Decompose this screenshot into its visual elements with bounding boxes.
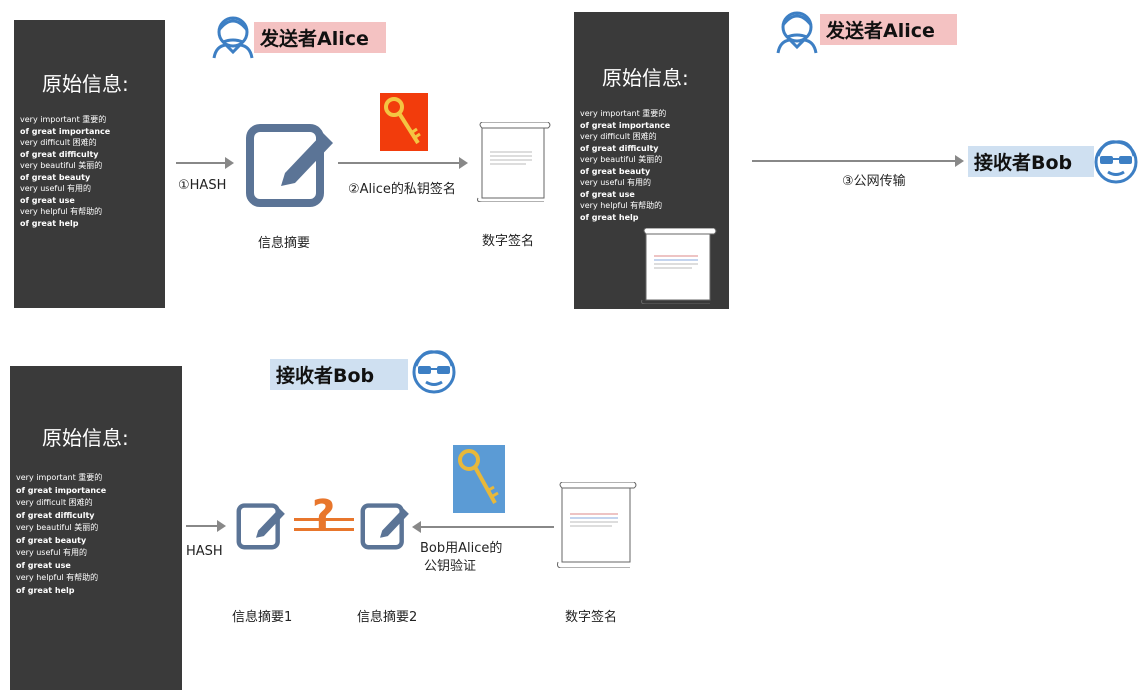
line-5: very beautiful 美丽的	[16, 523, 99, 532]
line-4: of great difficulty	[16, 510, 95, 520]
line-8: of great use	[16, 560, 71, 570]
panel-title: 原始信息:	[42, 72, 129, 96]
line-1: very important 重要的	[20, 115, 107, 124]
line-6: of great beauty	[16, 535, 87, 545]
private-key-icon	[380, 93, 428, 151]
receiver-label-top: 接收者Bob	[968, 146, 1094, 177]
signature-label-bottom: 数字签名	[565, 610, 618, 625]
line-2: of great importance	[20, 126, 111, 136]
line-5: very beautiful 美丽的	[20, 161, 103, 170]
receiver-label-bottom: 接收者Bob	[270, 359, 408, 390]
alice-avatar-icon	[776, 11, 818, 54]
line-9: very helpful 有帮助的	[20, 207, 103, 216]
original-message-panel-2: 原始信息: very important 重要的 of great import…	[574, 12, 729, 309]
line-1: very important 重要的	[580, 109, 667, 118]
step1-label: ①HASH	[178, 178, 227, 193]
hash-label-bottom: HASH	[186, 544, 223, 559]
hash-arrow-bottom	[186, 520, 226, 532]
compare-question-mark: ?	[312, 492, 336, 538]
message-lines: very important 重要的 of great importance v…	[16, 472, 106, 597]
transmit-arrow	[752, 155, 964, 167]
edit-icon	[360, 503, 409, 550]
line-2: of great importance	[580, 120, 671, 130]
line-3: very difficult 困难的	[16, 498, 93, 507]
line-3: very difficult 困难的	[580, 132, 657, 141]
line-7: very useful 有用的	[580, 178, 652, 187]
signature-label-top: 数字签名	[482, 234, 535, 249]
line-4: of great difficulty	[20, 149, 99, 159]
digest1-label: 信息摘要1	[232, 610, 293, 625]
verify-label-line1: Bob用Alice的	[420, 541, 503, 556]
bob-avatar-icon	[412, 350, 456, 394]
line-2: of great importance	[16, 485, 107, 495]
sender-label-top: 发送者Alice	[254, 22, 386, 53]
message-lines: very important 重要的 of great importance v…	[580, 108, 670, 223]
sender-label-right: 发送者Alice	[820, 14, 957, 45]
line-4: of great difficulty	[580, 143, 659, 153]
line-10: of great help	[16, 585, 75, 595]
public-key-icon	[453, 445, 505, 513]
line-9: very helpful 有帮助的	[16, 573, 99, 582]
sign-arrow	[338, 157, 468, 169]
line-5: very beautiful 美丽的	[580, 155, 663, 164]
signature-scroll-icon	[477, 122, 551, 202]
panel-title: 原始信息:	[602, 66, 689, 90]
verify-label-line2: 公钥验证	[424, 559, 477, 574]
line-3: very difficult 困难的	[20, 138, 97, 147]
panel-title: 原始信息:	[42, 426, 129, 450]
original-message-panel-1: 原始信息: very important 重要的 of great import…	[14, 20, 165, 308]
line-10: of great help	[580, 212, 639, 222]
compare-line-top	[294, 518, 354, 521]
digest-label: 信息摘要	[258, 236, 311, 251]
message-lines: very important 重要的 of great importance v…	[20, 114, 110, 229]
signature-scroll-icon	[641, 228, 717, 304]
line-7: very useful 有用的	[20, 184, 92, 193]
line-1: very important 重要的	[16, 473, 103, 482]
alice-avatar-icon	[212, 16, 254, 59]
edit-icon	[236, 503, 285, 550]
edit-icon	[246, 124, 333, 207]
bob-avatar-icon	[1094, 140, 1138, 184]
original-message-panel-3: 原始信息: very important 重要的 of great import…	[10, 366, 182, 690]
line-9: very helpful 有帮助的	[580, 201, 663, 210]
line-7: very useful 有用的	[16, 548, 88, 557]
step3-label: ③公网传输	[842, 174, 906, 189]
verify-arrow	[412, 521, 554, 533]
line-10: of great help	[20, 218, 79, 228]
line-6: of great beauty	[580, 166, 651, 176]
line-6: of great beauty	[20, 172, 91, 182]
step2-label: ②Alice的私钥签名	[348, 182, 456, 197]
hash-arrow-top	[176, 157, 234, 169]
line-8: of great use	[20, 195, 75, 205]
line-8: of great use	[580, 189, 635, 199]
signature-scroll-icon	[557, 482, 637, 568]
digest2-label: 信息摘要2	[357, 610, 418, 625]
compare-line-bottom	[294, 528, 354, 531]
